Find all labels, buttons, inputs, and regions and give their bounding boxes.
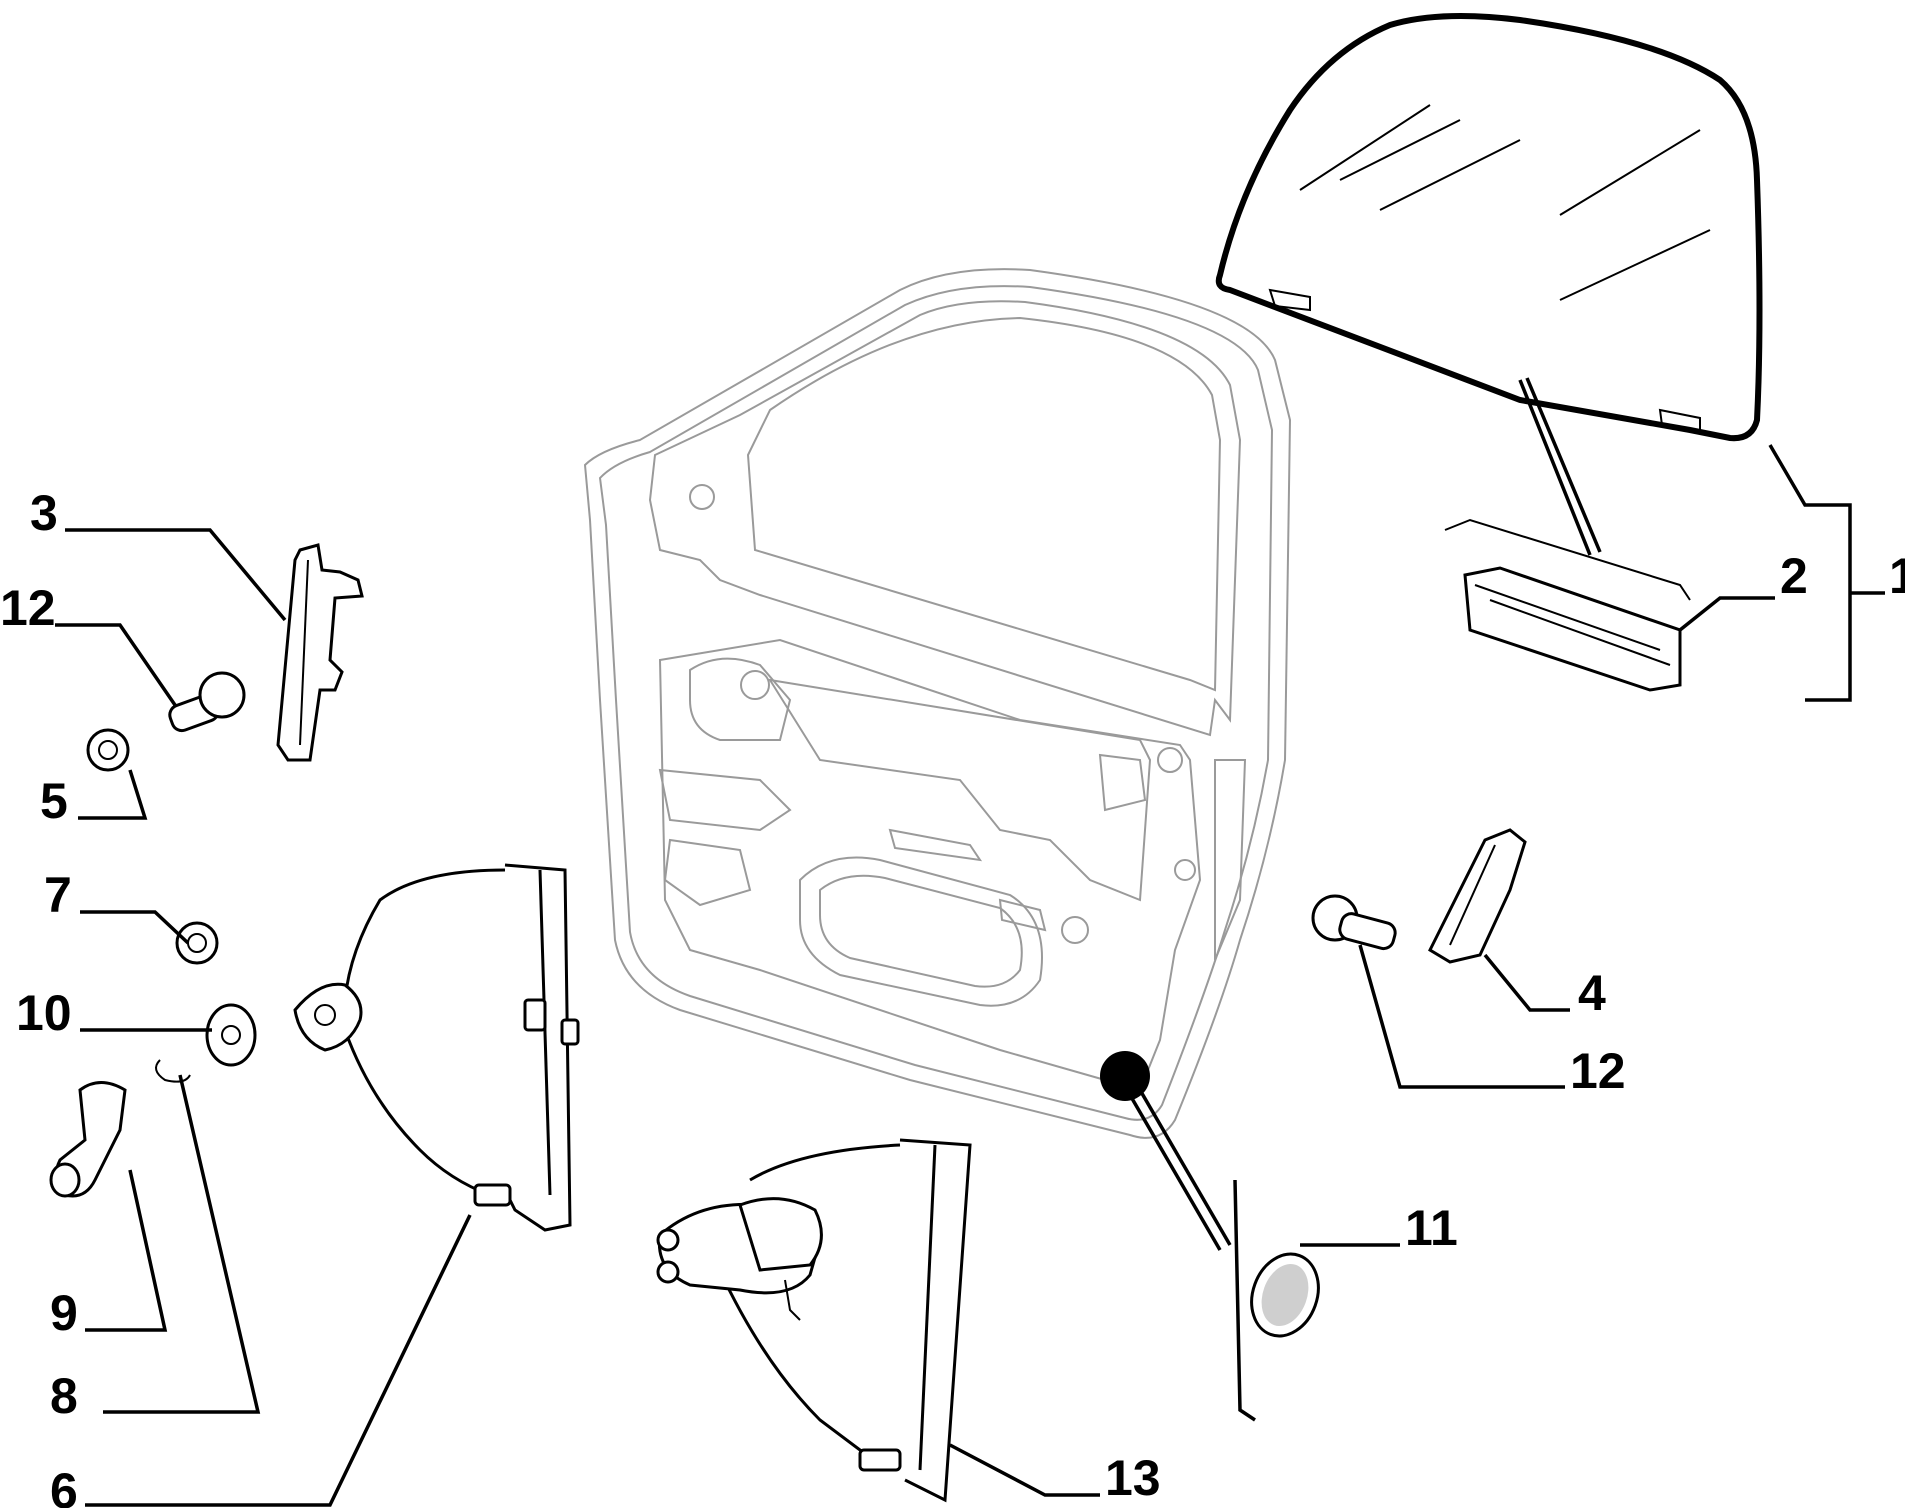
grommet-plug: [1100, 1051, 1320, 1338]
callout-9: 9: [50, 1285, 78, 1341]
callout-8: 8: [50, 1368, 78, 1424]
door-shell: [583, 268, 1292, 1139]
callout-13: 13: [1105, 1450, 1161, 1506]
electric-window-regulator: [656, 1138, 972, 1503]
door-glass: [1215, 13, 1763, 442]
callout-10: 10: [16, 985, 72, 1041]
guide-rail-lower: [1428, 828, 1527, 964]
callout-11: 11: [1405, 1200, 1458, 1256]
window-crank: [49, 1081, 127, 1198]
callout-12-lower: 12: [1570, 1043, 1626, 1099]
callout-5: 5: [40, 773, 68, 829]
callout-6: 6: [50, 1463, 78, 1508]
callout-4: 4: [1578, 965, 1606, 1021]
callout-labels: 1 2 3 4 5 6 7 8 9 10 11 12 12 13: [0, 485, 1905, 1508]
leader-lines: [55, 377, 1885, 1507]
guide-rail-upper: [276, 543, 364, 762]
bolt-lower: [1311, 894, 1397, 951]
nut-upper: [86, 728, 130, 772]
glass-channel: [1444, 518, 1691, 692]
nut-lower: [175, 921, 219, 965]
callout-1: 1: [1889, 548, 1905, 604]
callout-12-upper: 12: [0, 580, 56, 636]
callout-2: 2: [1780, 548, 1808, 604]
bolt-upper: [168, 671, 246, 733]
plug-on-door: [1100, 1051, 1150, 1101]
callout-3: 3: [30, 485, 58, 541]
manual-window-regulator: [293, 863, 580, 1232]
callout-7: 7: [44, 867, 72, 923]
clip: [155, 1059, 191, 1083]
washer: [205, 1003, 257, 1067]
